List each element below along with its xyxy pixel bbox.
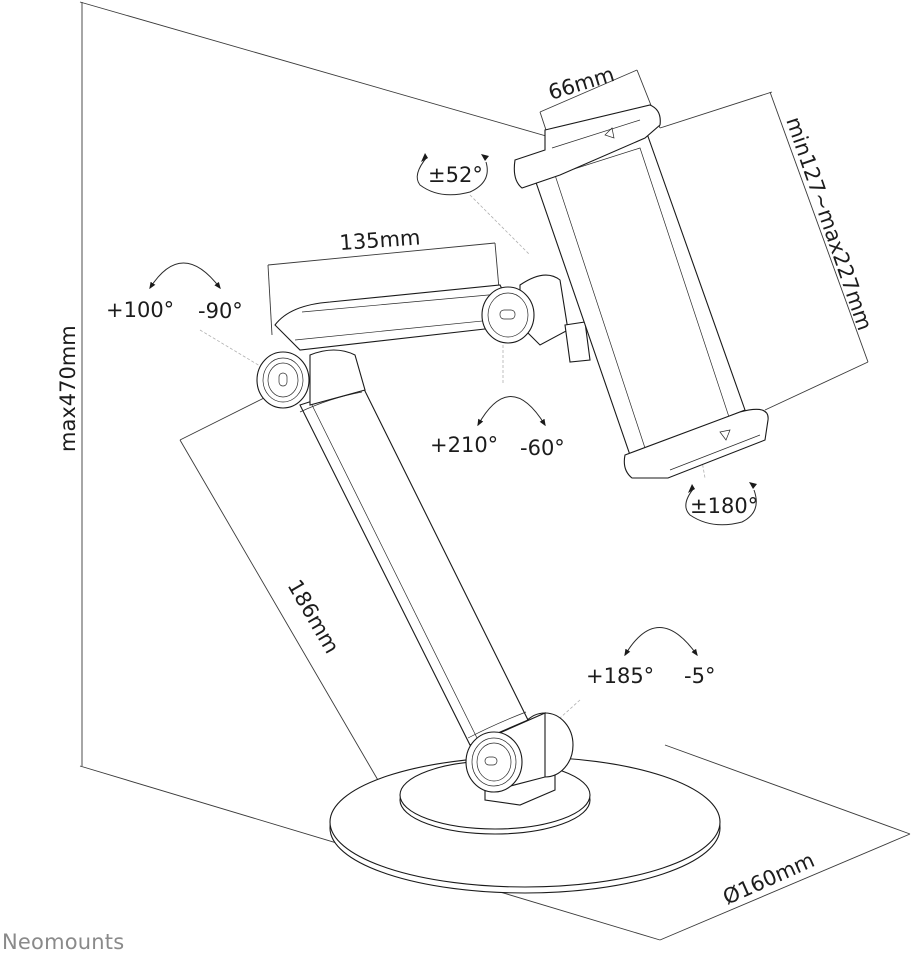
holder-rotate-angle-label: ±180° [690,494,758,518]
rotation-arc-head [477,396,546,427]
rotation-arc-base [624,627,698,657]
rotation-ellipse-rotate [685,482,757,526]
holder-tilt-angle-label: ±52° [428,163,483,187]
head-joint [481,274,591,363]
head-down-angle-label: -60° [520,436,565,460]
base-diameter-dimension-lines [659,744,911,941]
head-up-angle-label: +210° [430,433,498,457]
elbow-down-angle-label: -90° [198,299,243,323]
rotation-arc-elbow [149,262,221,290]
lower-arm-length-label: 186mm [283,576,344,658]
base-plate [329,756,721,894]
base-up-angle-label: +185° [586,664,654,688]
rotation-ellipse-tilt [416,153,489,196]
tablet-holder [513,104,769,479]
base-down-angle-label: -5° [684,664,715,688]
holder-range-label: min127~max227mm [781,114,877,334]
holder-range-dimension-lines [659,91,869,411]
max-height-label: max470mm [56,325,80,452]
base-joint [465,712,574,793]
holder-depth-label: 66mm [545,62,617,105]
elbow-joint [256,349,366,409]
brand-logo: Neomounts [2,930,125,954]
upper-arm-length-label: 135mm [339,225,421,255]
elbow-up-angle-label: +100° [106,298,174,322]
